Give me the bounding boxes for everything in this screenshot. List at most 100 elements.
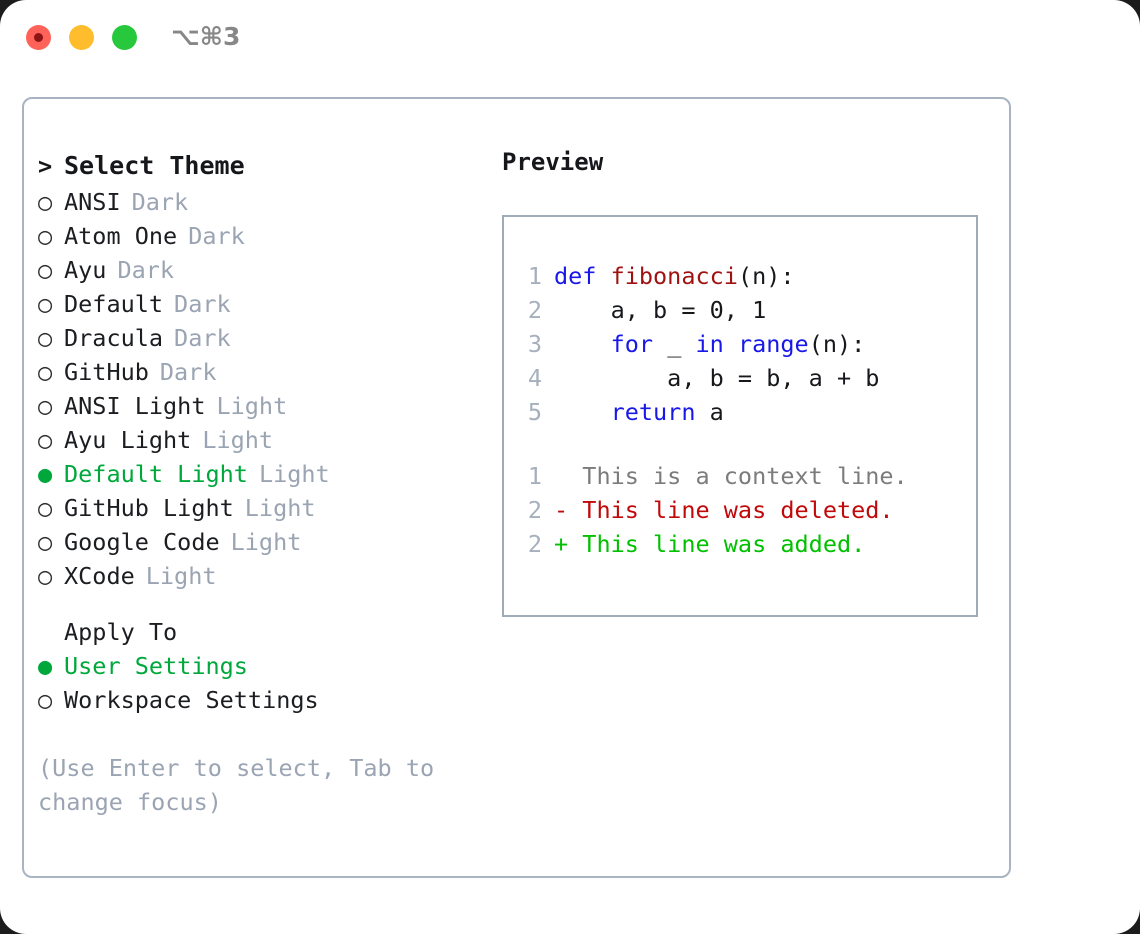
code-line: 4 a, b = b, a + b: [504, 361, 976, 395]
hint-spacer: [38, 717, 488, 745]
theme-category-label: Light: [216, 392, 288, 420]
theme-list-item[interactable]: ○ Google Code Light: [38, 525, 488, 559]
theme-name-label: Ayu: [64, 256, 107, 284]
line-number: 5: [527, 398, 542, 426]
preview-column: Preview 1 def fibonacci (n): 2 a, b = 0, 1 3…: [502, 147, 1002, 617]
theme-list-item[interactable]: ○ Dracula Dark: [38, 321, 488, 355]
line-number: 2: [527, 296, 542, 324]
apply-to-label: Apply To: [64, 618, 178, 646]
code-token: [554, 330, 611, 358]
traffic-lights: [26, 25, 137, 50]
diff-line: 2 + This line was added.: [504, 527, 976, 561]
theme-name-label: Google Code: [64, 528, 220, 556]
apply-to-item-label: Workspace Settings: [64, 686, 319, 714]
diff-text: This line was added.: [582, 530, 866, 558]
radio-unselected-icon[interactable]: ○: [38, 290, 53, 318]
code-token: [724, 330, 738, 358]
code-token: (n):: [808, 330, 866, 358]
radio-unselected-icon[interactable]: ○: [38, 392, 53, 420]
theme-name-label: Default Light: [64, 460, 248, 488]
code-token: a: [695, 398, 724, 426]
theme-category-label: Light: [230, 528, 302, 556]
radio-unselected-icon[interactable]: ○: [38, 686, 53, 714]
code-line: 2 a, b = 0, 1: [504, 293, 976, 327]
radio-unselected-icon[interactable]: ○: [38, 562, 53, 590]
theme-name-label: Dracula: [64, 324, 164, 352]
theme-category-label: Dark: [174, 324, 231, 352]
theme-list-item[interactable]: ○ XCode Light: [38, 559, 488, 593]
prompt-icon: >: [38, 152, 53, 180]
code-token: range: [737, 330, 809, 358]
preview-block-gap: [504, 429, 976, 459]
theme-name-label: ANSI Light: [64, 392, 206, 420]
line-number: 2: [527, 530, 542, 558]
radio-unselected-icon[interactable]: ○: [38, 426, 53, 454]
radio-unselected-icon[interactable]: ○: [38, 528, 53, 556]
maximize-window-button[interactable]: [112, 25, 137, 50]
code-token: [554, 398, 611, 426]
line-number: 1: [527, 262, 542, 290]
apply-to-item-label: User Settings: [64, 652, 248, 680]
radio-unselected-icon[interactable]: ○: [38, 324, 53, 352]
radio-selected-icon[interactable]: ●: [38, 652, 53, 680]
line-number: 2: [527, 496, 542, 524]
radio-unselected-icon[interactable]: ○: [38, 188, 53, 216]
radio-unselected-icon[interactable]: ○: [38, 222, 53, 250]
code-token: for: [610, 330, 654, 358]
theme-category-label: Light: [244, 494, 316, 522]
keyboard-shortcut-label: ⌥⌘3: [171, 22, 241, 51]
line-number: 1: [527, 462, 542, 490]
apply-to-heading: Apply To: [38, 615, 488, 649]
theme-list-item[interactable]: ○ Ayu Dark: [38, 253, 488, 287]
theme-category-label: Light: [145, 562, 217, 590]
radio-selected-icon[interactable]: ●: [38, 460, 53, 488]
apply-to-list: ● User Settings ○ Workspace Settings: [38, 649, 488, 717]
theme-name-label: XCode: [64, 562, 135, 590]
diff-text: This is a context line.: [582, 462, 908, 490]
apply-to-item[interactable]: ○ Workspace Settings: [38, 683, 488, 717]
code-token: fibonacci: [610, 262, 738, 290]
theme-category-label: Dark: [117, 256, 175, 284]
radio-unselected-icon[interactable]: ○: [38, 494, 53, 522]
code-token: a, b = 0, 1: [554, 296, 767, 324]
radio-unselected-icon[interactable]: ○: [38, 358, 53, 386]
diff-marker: +: [554, 530, 583, 558]
theme-list-item[interactable]: ○ Default Dark: [38, 287, 488, 321]
diff-sample: 1 This is a context line. 2- This line wa…: [504, 459, 976, 561]
theme-name-label: Ayu Light: [64, 426, 192, 454]
diff-marker: [554, 462, 582, 490]
code-line: 5 return a: [504, 395, 976, 429]
code-token: a, b = b, a + b: [554, 364, 880, 392]
theme-list-item[interactable]: ○ Ayu Light Light: [38, 423, 488, 457]
line-number: 3: [527, 330, 542, 358]
close-window-button[interactable]: [26, 25, 51, 50]
theme-category-label: Dark: [174, 290, 231, 318]
theme-list-item[interactable]: ○ ANSI Light Light: [38, 389, 488, 423]
page-title: Select Theme: [64, 151, 245, 180]
theme-name-label: Atom One: [64, 222, 178, 250]
keyboard-hint-text: (Use Enter to select, Tab to change focu…: [38, 754, 435, 816]
theme-name-label: ANSI: [64, 188, 121, 216]
apply-to-item[interactable]: ● User Settings: [38, 649, 488, 683]
diff-line: 2- This line was deleted.: [504, 493, 976, 527]
code-token: _: [653, 330, 696, 358]
preview-title: Preview: [502, 148, 604, 176]
radio-unselected-icon[interactable]: ○: [38, 256, 53, 284]
theme-name-label: GitHub: [64, 358, 149, 386]
theme-name-label: Default: [64, 290, 164, 318]
theme-category-label: Light: [202, 426, 274, 454]
minimize-window-button[interactable]: [69, 25, 94, 50]
code-token: def: [554, 262, 611, 290]
section-spacer: [38, 593, 488, 615]
